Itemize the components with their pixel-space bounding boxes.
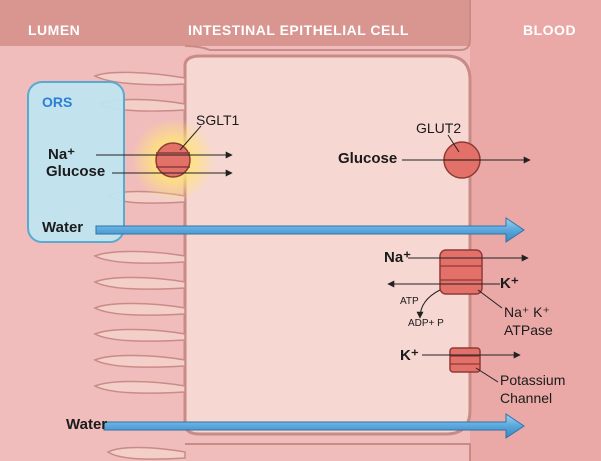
atp-label: ATP xyxy=(400,296,419,307)
ors-water: Water xyxy=(42,219,83,236)
glucose-right-label: Glucose xyxy=(338,150,397,167)
adp-label: ADP+ P xyxy=(408,318,444,329)
sglt1-label: SGLT1 xyxy=(196,112,239,128)
ors-title: ORS xyxy=(42,94,72,110)
atpase-label-line1: Na⁺ K⁺ xyxy=(504,304,550,321)
glut2-label: GLUT2 xyxy=(416,120,461,136)
k-pump-label: K⁺ xyxy=(500,274,519,292)
water-bottom-label: Water xyxy=(66,416,107,433)
header-blood: BLOOD xyxy=(523,22,576,38)
channel-label-line2: Channel xyxy=(500,390,552,406)
atpase-label-line2: ATPase xyxy=(504,322,553,338)
sglt1-transporter xyxy=(156,143,190,177)
k-channel-label: K⁺ xyxy=(400,346,419,364)
channel-label-line1: Potassium xyxy=(500,372,565,388)
na-pump-label: Na⁺ xyxy=(384,248,411,266)
na-k-atpase-pump xyxy=(440,250,482,294)
header-cell: INTESTINAL EPITHELIAL CELL xyxy=(188,22,409,38)
header-lumen: LUMEN xyxy=(28,22,80,38)
potassium-channel xyxy=(450,348,480,372)
ors-na: Na⁺ xyxy=(48,145,75,163)
ors-glucose: Glucose xyxy=(46,163,105,180)
